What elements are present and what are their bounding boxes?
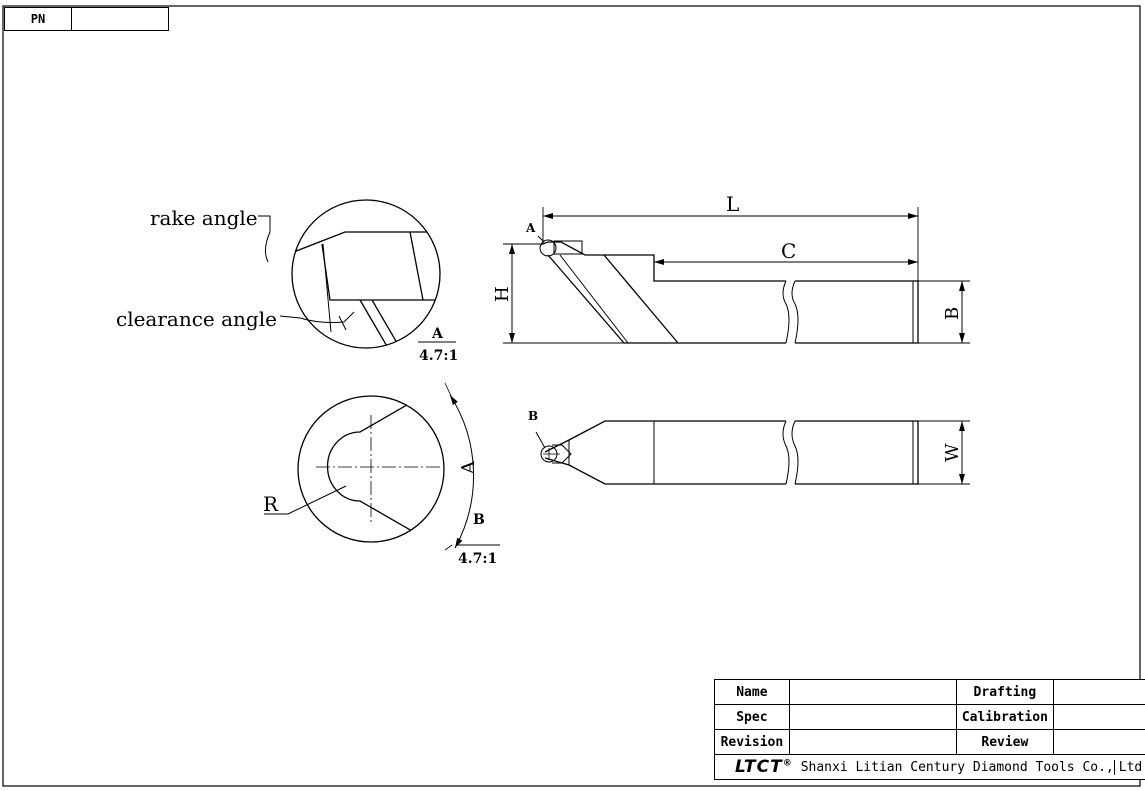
top-view [535, 420, 970, 485]
company-logo: LTCT® [735, 757, 793, 777]
sheet-border [2, 5, 1141, 787]
revision-value [788, 729, 957, 755]
name-value [788, 679, 957, 705]
dim-l-label: L [726, 192, 739, 216]
angle-label: A [458, 460, 479, 475]
spec-value [788, 704, 957, 730]
detail-b-letter: B [473, 512, 485, 528]
rake-angle-label: rake angle [150, 206, 258, 230]
detail-b-scale: 4.7:1 [458, 551, 497, 567]
pn-value [72, 8, 168, 30]
detail-a-circle [291, 199, 441, 349]
spec-label: Spec [714, 704, 790, 730]
dim-h-label: H [492, 286, 513, 302]
detail-b-circle [297, 395, 445, 543]
detail-b [264, 382, 500, 551]
title-row-company: LTCT® Shanxi Litian Century Diamond Tool… [713, 754, 1145, 780]
detail-a [258, 199, 456, 349]
drafting-label: Drafting [955, 679, 1055, 705]
company-name: Shanxi Litian Century Diamond Tools Co., [800, 759, 1114, 775]
part-number-box: PN [4, 7, 169, 31]
title-block: Name Drafting Spec Calibration Revision … [713, 679, 1145, 780]
side-callout-a: A [525, 221, 536, 235]
review-label: Review [955, 729, 1055, 755]
dim-c-label: C [781, 239, 796, 263]
name-label: Name [714, 679, 790, 705]
title-row-spec: Spec Calibration [714, 704, 1145, 730]
detail-a-scale: 4.7:1 [419, 348, 458, 364]
company-suffix: Ltd [1113, 759, 1145, 775]
revision-label: Revision [714, 729, 790, 755]
dim-w-label: W [942, 443, 963, 462]
dim-b-label: B [942, 307, 963, 320]
title-row-revision: Revision Review [714, 729, 1145, 755]
calibration-label: Calibration [955, 704, 1055, 730]
top-callout-b: B [528, 409, 538, 423]
side-view [503, 207, 970, 344]
radius-label: R [263, 492, 279, 516]
title-row-name: Name Drafting [714, 679, 1145, 705]
review-value [1053, 729, 1145, 755]
clearance-angle-label: clearance angle [116, 307, 277, 331]
drafting-value [1053, 679, 1145, 705]
company-cell: LTCT® Shanxi Litian Century Diamond Tool… [713, 754, 1145, 780]
pn-label: PN [5, 8, 72, 30]
detail-a-letter: A [431, 326, 444, 342]
calibration-value [1053, 704, 1145, 730]
